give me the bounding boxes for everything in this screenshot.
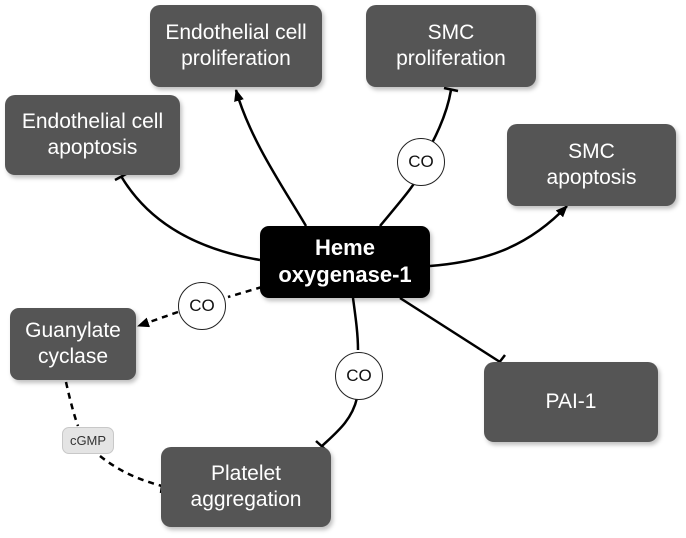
co-circle-smc-proliferation: CO — [397, 138, 445, 186]
node-platelet-aggregation: Platelet aggregation — [161, 447, 331, 527]
node-guanylate-cyclase-line1: Guanylate — [25, 319, 121, 343]
edge-ho1-endothelial-proliferation — [234, 89, 308, 227]
edge-ho1-guanylate-cyclase — [138, 285, 263, 326]
node-heme-oxygenase-1: Heme oxygenase-1 — [260, 226, 430, 298]
cgmp-label: cGMP — [69, 433, 107, 448]
node-endothelial-apoptosis: Endothelial cell apoptosis — [5, 95, 180, 175]
co-label: CO — [189, 296, 215, 315]
node-smc-proliferation: SMC proliferation — [366, 5, 536, 87]
node-endothelial-proliferation: Endothelial cell proliferation — [150, 5, 322, 87]
node-smc-proliferation-line1: SMC — [427, 21, 475, 45]
co-label: CO — [346, 366, 372, 385]
node-platelet-aggregation-line1: Platelet — [210, 462, 282, 486]
co-label: CO — [408, 152, 434, 171]
node-smc-proliferation-line2: proliferation — [396, 47, 506, 70]
edge-ho1-platelet-aggregation — [321, 297, 360, 447]
node-platelet-aggregation-line2: aggregation — [190, 488, 302, 511]
node-endothelial-apoptosis-line2: apoptosis — [47, 136, 138, 159]
node-guanylate-cyclase-line2: cyclase — [37, 345, 108, 368]
node-endothelial-proliferation-line2: proliferation — [181, 47, 291, 70]
node-guanylate-cyclase: Guanylate cyclase — [10, 308, 136, 380]
edge-guanylate-platelet — [64, 381, 163, 488]
node-smc-apoptosis: SMC apoptosis — [507, 124, 676, 206]
node-endothelial-apoptosis-line1: Endothelial cell — [21, 110, 164, 134]
node-pai1-label: PAI-1 — [545, 390, 597, 414]
node-pai1: PAI-1 — [484, 362, 658, 442]
node-smc-apoptosis-line2: apoptosis — [546, 166, 637, 189]
cgmp-badge: cGMP — [62, 427, 114, 454]
node-smc-apoptosis-line1: SMC — [568, 140, 615, 164]
co-circle-guanylate-cyclase: CO — [178, 282, 226, 330]
edge-ho1-smc-proliferation-bar — [443, 86, 459, 93]
edge-ho1-smc-apoptosis — [429, 205, 568, 268]
node-heme-oxygenase-1-line1: Heme — [315, 235, 375, 261]
edge-ho1-endothelial-apoptosis — [119, 175, 261, 262]
co-circle-platelet-aggregation: CO — [335, 352, 383, 400]
edge-ho1-pai1 — [399, 296, 501, 364]
node-endothelial-proliferation-line1: Endothelial cell — [165, 21, 307, 45]
node-heme-oxygenase-1-line2: oxygenase-1 — [278, 262, 412, 287]
